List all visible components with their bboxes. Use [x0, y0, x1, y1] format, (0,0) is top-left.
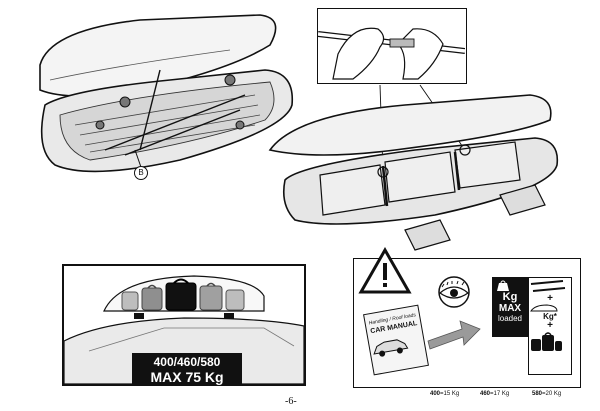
luggage-icon — [531, 332, 562, 351]
bars-plus-load-panel: + Kg* + — [528, 277, 572, 375]
weight-400: 400=15 Kg — [430, 391, 459, 397]
strap-detail-inset — [317, 8, 467, 84]
weight-580: 580=20 Kg — [532, 391, 561, 397]
car-with-roofbox-illustration — [64, 275, 304, 384]
loaded-roofbox-illustration — [268, 84, 559, 251]
warning-triangle-icon — [358, 247, 412, 294]
weight-460: 460=17 Kg — [480, 391, 509, 397]
weight-460-model: 460 — [480, 391, 491, 397]
arrow-right-icon — [427, 320, 481, 350]
max-label: MAX — [498, 303, 522, 314]
max-load-plate: 400/460/580 MAX 75 Kg — [132, 353, 242, 385]
page-number: -6- — [285, 396, 297, 407]
hands-tightening-strap — [318, 27, 465, 80]
weight-580-value: =20 Kg — [542, 391, 562, 397]
plus-sign-1: + — [547, 293, 553, 304]
warning-panel: Handling / Roof loads CAR MANUAL Kg MAX … — [353, 247, 581, 388]
loaded-label: loaded — [497, 314, 523, 323]
callout-marker-label: B — [138, 168, 144, 177]
car-loading-panel: 400/460/580 MAX 75 Kg — [62, 264, 306, 386]
eye-icon — [438, 276, 470, 308]
weight-icon — [497, 280, 509, 291]
car-icon — [373, 339, 409, 357]
kg-label: Kg — [502, 291, 518, 303]
weight-580-model: 580 — [532, 391, 543, 397]
callout-marker-circle: B — [134, 166, 148, 180]
max-load-value: MAX 75 Kg — [150, 369, 224, 385]
model-numbers: 400/460/580 — [153, 355, 221, 369]
roof-bars-icon — [530, 280, 566, 292]
roofbox-small-icon — [530, 304, 558, 312]
open-roofbox-illustration — [39, 14, 294, 173]
max-loaded-badge: Kg MAX loaded — [492, 277, 528, 337]
kg-star-label: Kg* — [543, 312, 557, 321]
weight-400-value: =15 Kg — [440, 391, 460, 397]
plus-sign-2: + — [547, 320, 553, 331]
weight-400-model: 400 — [430, 391, 441, 397]
weight-460-value: =17 Kg — [490, 391, 510, 397]
weights-row: 400=15 Kg 460=17 Kg 580=20 Kg — [430, 391, 600, 401]
car-manual-book: Handling / Roof loads CAR MANUAL — [363, 304, 429, 376]
